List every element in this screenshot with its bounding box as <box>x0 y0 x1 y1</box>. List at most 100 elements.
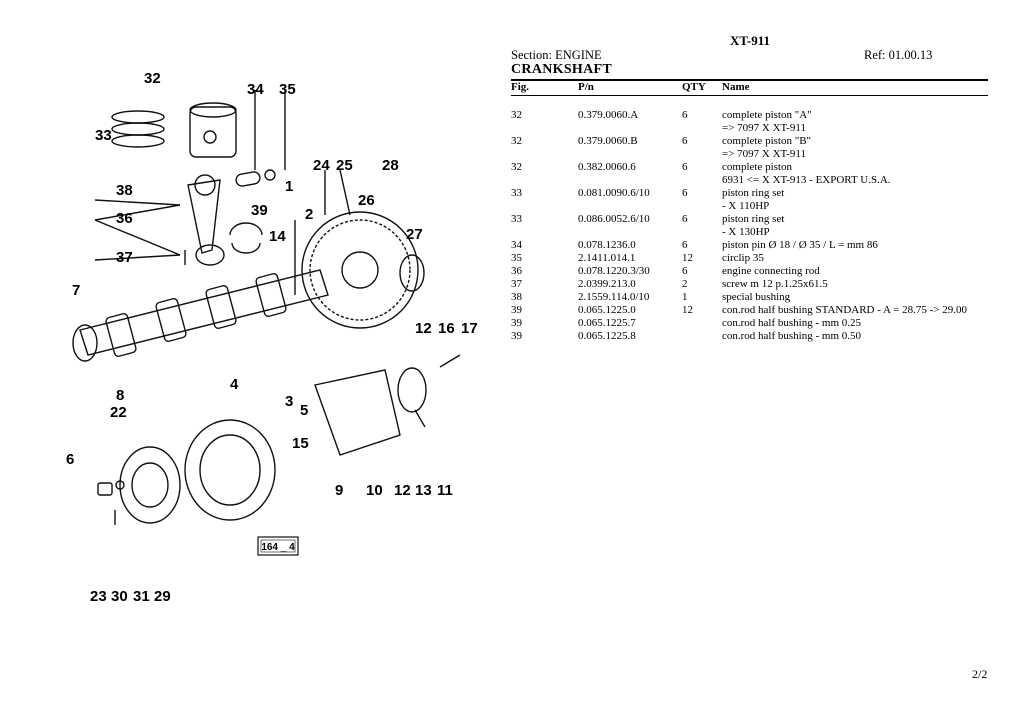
cell-qty: 1 <box>682 291 688 303</box>
cell-name: - X 110HP <box>722 200 770 212</box>
table-row: 6931 <= X XT-913 - EXPORT U.S.A. <box>511 174 991 187</box>
callout-12-bottom: 12 <box>394 482 411 499</box>
cell-fig: 33 <box>511 213 522 225</box>
callout-25: 25 <box>336 157 353 174</box>
cell-name: complete piston <box>722 161 792 173</box>
cell-part-number: 0.078.1236.0 <box>578 239 636 251</box>
column-header-qty: QTY <box>682 81 706 93</box>
cell-fig: 32 <box>511 161 522 173</box>
cell-name: complete piston "B" <box>722 135 812 147</box>
doc-number: XT-911 <box>730 33 770 48</box>
cell-part-number: 0.379.0060.A <box>578 109 639 121</box>
cell-qty: 6 <box>682 265 688 277</box>
cell-part-number: 0.081.0090.6/10 <box>578 187 650 199</box>
column-header-pn: P/n <box>578 81 594 93</box>
callout-5: 5 <box>300 402 308 419</box>
parts-diagram: 32 33 34 35 38 36 37 39 14 1 2 24 25 26 … <box>66 70 478 605</box>
table-row: => 7097 X XT-911 <box>511 148 991 161</box>
cell-name: complete piston "A" <box>722 109 812 121</box>
callout-31: 31 <box>133 588 150 605</box>
cell-fig: 34 <box>511 239 522 251</box>
callout-4: 4 <box>230 376 239 393</box>
reference-number: Ref: 01.00.13 <box>864 48 933 62</box>
figure-id: 164 _ 4 <box>261 542 295 553</box>
cell-fig: 36 <box>511 265 522 277</box>
callout-33: 33 <box>95 127 112 144</box>
cell-qty: 6 <box>682 161 688 173</box>
cell-name: piston ring set <box>722 187 785 199</box>
cell-name: special bushing <box>722 291 791 303</box>
callout-23: 23 <box>90 588 107 605</box>
cell-part-number: 0.086.0052.6/10 <box>578 213 650 225</box>
cell-part-number: 0.065.1225.7 <box>578 317 636 329</box>
cell-fig: 32 <box>511 109 522 121</box>
callout-35: 35 <box>279 81 296 98</box>
cell-qty: 12 <box>682 304 693 316</box>
cell-name: - X 130HP <box>722 226 770 238</box>
table-row: 33 0.081.0090.6/10 6 piston ring set <box>511 187 991 200</box>
callout-8: 8 <box>116 387 124 404</box>
cell-name: circlip 35 <box>722 252 764 264</box>
callout-16: 16 <box>438 320 455 337</box>
cell-qty: 6 <box>682 109 688 121</box>
callout-27: 27 <box>406 226 423 243</box>
cell-fig: 35 <box>511 252 522 264</box>
cell-qty: 6 <box>682 213 688 225</box>
callout-24: 24 <box>313 157 330 174</box>
callout-11: 11 <box>437 482 453 499</box>
cell-name: con.rod half bushing - mm 0.25 <box>722 317 862 329</box>
table-row: 33 0.086.0052.6/10 6 piston ring set <box>511 213 991 226</box>
callout-15: 15 <box>292 435 309 452</box>
callout-17: 17 <box>461 320 478 337</box>
callout-28: 28 <box>382 157 399 174</box>
cell-name: screw m 12 p.1.25x61.5 <box>722 278 828 290</box>
cell-name: 6931 <= X XT-913 - EXPORT U.S.A. <box>722 174 891 186</box>
cell-part-number: 0.065.1225.8 <box>578 330 636 342</box>
cell-part-number: 2.1559.114.0/10 <box>578 291 650 303</box>
column-header-name: Name <box>722 81 750 93</box>
cell-fig: 33 <box>511 187 522 199</box>
table-row: 32 0.379.0060.A 6 complete piston "A" <box>511 109 991 122</box>
callout-32: 32 <box>144 70 161 87</box>
cell-qty: 6 <box>682 135 688 147</box>
callout-29: 29 <box>154 588 171 605</box>
table-row: - X 110HP <box>511 200 991 213</box>
callout-9: 9 <box>335 482 343 499</box>
table-row: 39 0.065.1225.7 con.rod half bushing - mm … <box>511 317 991 330</box>
cell-qty: 6 <box>682 187 688 199</box>
cell-name: con.rod half bushing STANDARD - A = 28.7… <box>722 304 967 316</box>
cell-fig: 39 <box>511 330 522 342</box>
title-rule <box>511 79 988 81</box>
cell-fig: 39 <box>511 317 522 329</box>
callout-39: 39 <box>251 202 268 219</box>
cell-qty: 6 <box>682 239 688 251</box>
table-row: 34 0.078.1236.0 6 piston pin Ø 18 / Ø 35 / … <box>511 239 991 252</box>
callout-37: 37 <box>116 249 133 266</box>
cell-qty: 12 <box>682 252 693 264</box>
callout-38: 38 <box>116 182 133 199</box>
cell-part-number: 0.065.1225.0 <box>578 304 636 316</box>
cell-name: => 7097 X XT-911 <box>722 148 807 160</box>
cell-fig: 39 <box>511 304 522 316</box>
page-number: 2/2 <box>972 667 988 681</box>
callout-1: 1 <box>285 178 293 195</box>
table-row: 38 2.1559.114.0/10 1 special bushing <box>511 291 991 304</box>
header-rule <box>511 95 988 96</box>
cell-fig: 37 <box>511 278 522 290</box>
cell-name: piston ring set <box>722 213 785 225</box>
table-row: => 7097 X XT-911 <box>511 122 991 135</box>
callout-26: 26 <box>358 192 375 209</box>
callout-14: 14 <box>269 228 286 245</box>
cell-name: piston pin Ø 18 / Ø 35 / L = mm 86 <box>722 239 878 251</box>
callout-10: 10 <box>366 482 383 499</box>
page-title: CRANKSHAFT <box>511 62 613 77</box>
cell-part-number: 2.0399.213.0 <box>578 278 636 290</box>
cell-fig: 38 <box>511 291 522 303</box>
callout-2: 2 <box>305 206 313 223</box>
cell-part-number: 0.078.1220.3/30 <box>578 265 650 277</box>
callout-13: 13 <box>415 482 432 499</box>
